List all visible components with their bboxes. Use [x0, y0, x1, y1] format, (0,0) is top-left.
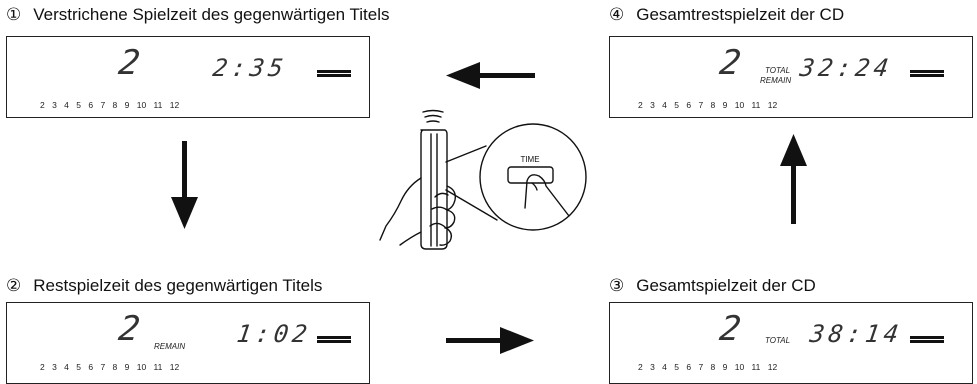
caption-elapsed-time: ① Verstrichene Spielzeit des gegenwärtige… [6, 5, 390, 25]
track-calendar: 2 3 4 5 6 7 8 9 10 11 12 [638, 362, 778, 372]
track-calendar: 2 3 4 5 6 7 8 9 10 11 12 [40, 362, 180, 372]
level-bars [910, 70, 944, 78]
step-number: ② [6, 276, 22, 295]
caption-remaining-time: ② Restspielzeit des gegenwärtigen Titels [6, 276, 322, 296]
level-bars [317, 70, 351, 78]
track-calendar: 2 3 4 5 6 7 8 9 10 11 12 [638, 100, 778, 110]
caption-total-time: ③ Gesamtspielzeit der CD [609, 276, 816, 296]
time-button-label: TIME [520, 155, 539, 164]
caption-total-remaining-time: ④ Gesamtrestspielzeit der CD [609, 5, 844, 25]
caption-text: Restspielzeit des gegenwärtigen Titels [33, 276, 323, 295]
display-panel-total-remaining: 2 TOTAL REMAIN 32:24 2 3 4 5 6 7 8 9 10 … [609, 36, 973, 118]
arrow-up-icon [780, 134, 807, 224]
remote-control-icon [379, 109, 587, 250]
track-calendar: 2 3 4 5 6 7 8 9 10 11 12 [40, 100, 180, 110]
remain-label: REMAIN [760, 76, 792, 85]
step-number: ③ [609, 276, 625, 295]
remain-label: REMAIN [154, 342, 186, 351]
caption-text: Verstrichene Spielzeit des gegenwärtigen… [33, 5, 390, 24]
total-label: TOTAL [765, 336, 791, 345]
step-number: ① [6, 5, 22, 24]
arrow-down-icon [171, 141, 198, 229]
display-panel-total: 2 TOTAL 38:14 2 3 4 5 6 7 8 9 10 11 12 [609, 302, 973, 384]
total-label: TOTAL [765, 66, 791, 75]
display-panel-elapsed: 2 2:35 2 3 4 5 6 7 8 9 10 11 12 [6, 36, 370, 118]
arrow-right-icon [446, 327, 534, 354]
caption-text: Gesamtspielzeit der CD [636, 276, 816, 295]
arrow-left-icon [446, 62, 535, 89]
step-number: ④ [609, 5, 625, 24]
level-bars [317, 336, 351, 344]
level-bars [910, 336, 944, 344]
display-panel-remaining: 2 REMAIN 1:02 2 3 4 5 6 7 8 9 10 11 12 [6, 302, 370, 384]
caption-text: Gesamtrestspielzeit der CD [636, 5, 845, 24]
